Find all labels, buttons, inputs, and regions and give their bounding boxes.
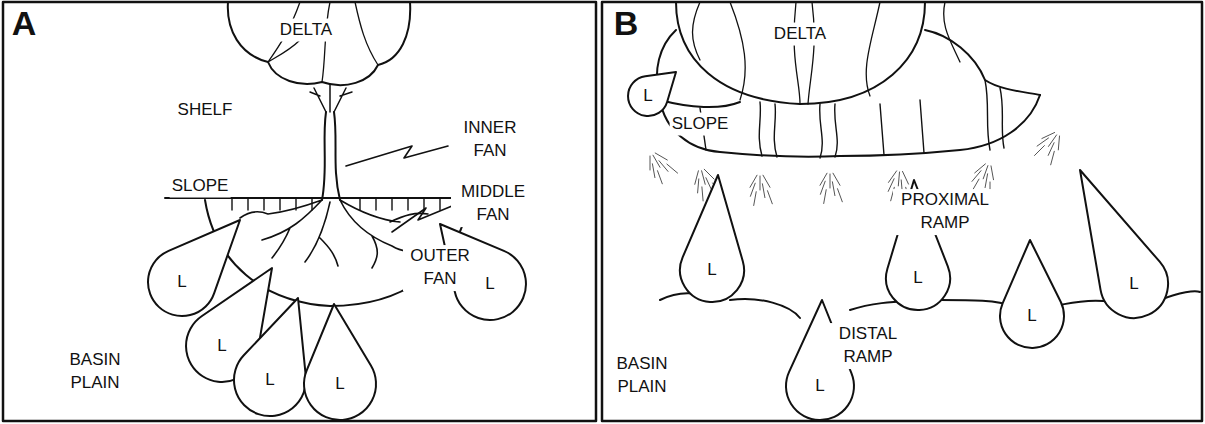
- region-label: SLOPE: [170, 175, 231, 198]
- lobe-label: L: [333, 373, 346, 396]
- slope-base: [660, 95, 1040, 157]
- ramp-hachure: [898, 172, 899, 186]
- region-label: OUTER FAN: [403, 245, 477, 291]
- ramp-hachure: [1035, 146, 1045, 156]
- region-label: SHELF: [176, 99, 235, 122]
- ramp-hachure: [763, 175, 770, 187]
- ramp-hachure: [667, 164, 678, 173]
- slope-tick: [263, 198, 264, 210]
- lobe-label: L: [483, 273, 496, 296]
- ramp-hachure: [702, 171, 706, 185]
- ramp-hachure: [706, 178, 712, 191]
- ramp-hachure: [1051, 151, 1055, 165]
- ramp-hachure: [1037, 138, 1048, 146]
- ramp-hachure: [762, 184, 765, 198]
- panel-letter: A: [10, 1, 39, 47]
- ramp-hachure: [698, 179, 699, 193]
- ramp-hachure: [695, 171, 699, 185]
- ramp-hachure: [754, 192, 757, 206]
- slope-tick: [439, 198, 440, 210]
- ramp-hachure: [903, 171, 909, 184]
- ramp-hachure: [760, 176, 761, 190]
- ramp-hachure: [650, 156, 651, 170]
- lobe-outline: [680, 175, 744, 302]
- ramp-hachure: [655, 153, 667, 160]
- region-label: INNER FAN: [453, 117, 527, 163]
- ramp-hachure: [985, 174, 988, 188]
- delta-outline: [228, 2, 410, 85]
- delta-channels: [693, 2, 961, 104]
- ramp-hachure: [658, 171, 663, 184]
- slope-channels: [700, 80, 1004, 158]
- ramp-hachure: [768, 191, 773, 204]
- canyon: [322, 112, 340, 200]
- region-label: SLOPE: [670, 113, 731, 136]
- ramp-hachure: [830, 174, 831, 188]
- region-label: DELTA: [772, 23, 828, 46]
- delta-channels: [268, 2, 378, 82]
- ramp-hachure: [750, 175, 757, 187]
- lobe-outline: [304, 304, 376, 420]
- ramp-hachure: [820, 173, 827, 185]
- delta-outline: [676, 2, 925, 104]
- lobe-label: L: [641, 85, 654, 108]
- ramp-hachure: [659, 161, 668, 172]
- ramp-hachure: [1049, 135, 1057, 147]
- lobe-label: L: [705, 259, 718, 282]
- lobe-label: L: [263, 369, 276, 392]
- ramp-hachure: [652, 164, 655, 178]
- region-label: BASIN PLAIN: [605, 353, 679, 399]
- lobe-label: L: [1025, 305, 1038, 328]
- region-label: PROXIMAL RAMP: [893, 189, 997, 235]
- lobe-label: L: [813, 375, 826, 398]
- ramp-hachure: [824, 190, 827, 204]
- ramp-hachure: [838, 189, 843, 202]
- ramp-hachure: [889, 171, 897, 183]
- lobe-outline: [234, 298, 306, 416]
- slope-tick: [359, 198, 360, 210]
- ramp-hachure: [832, 182, 835, 196]
- slope-tick: [247, 198, 248, 210]
- slope-tick: [231, 198, 232, 210]
- ramp-hachure: [820, 181, 825, 194]
- ramp-hachure: [991, 166, 994, 180]
- ramp-hachure: [833, 173, 840, 185]
- lobe-label: L: [215, 335, 228, 358]
- lobe-label: L: [175, 271, 188, 294]
- ramp-hachure: [1058, 136, 1059, 150]
- distributary-channels: [240, 200, 428, 268]
- ramp-hachure: [702, 187, 703, 201]
- region-label: DISTAL RAMP: [821, 323, 915, 369]
- region-label: MIDDLE FAN: [451, 181, 535, 227]
- panel-frame: [602, 2, 1202, 421]
- slope-tick: [391, 198, 392, 210]
- lobe-outline: [628, 72, 676, 116]
- canyon-heads: [310, 84, 352, 112]
- slope-tick: [375, 198, 376, 210]
- ramp-hachure: [750, 183, 755, 196]
- delta-outline: [657, 30, 1040, 107]
- ramp-hachure: [704, 169, 714, 179]
- leader-line: [346, 146, 448, 166]
- slope-tick: [279, 198, 280, 210]
- slope-tick: [407, 198, 408, 210]
- lobe-label: L: [911, 267, 924, 290]
- lobe-label: L: [1127, 273, 1140, 296]
- panel-letter: B: [612, 1, 641, 47]
- ramp-hachure: [972, 171, 981, 182]
- lobe-outline: [1080, 170, 1168, 318]
- lobe-outline: [1000, 240, 1064, 348]
- region-label: DELTA: [278, 19, 334, 42]
- region-label: BASIN PLAIN: [58, 349, 132, 395]
- panel-frame: [3, 2, 596, 421]
